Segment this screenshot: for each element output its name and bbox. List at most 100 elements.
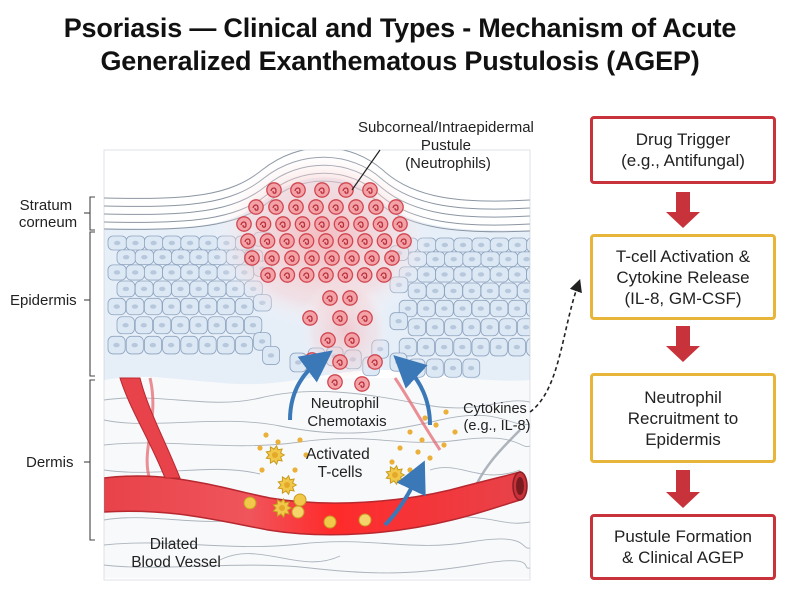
activated-t-cell	[272, 497, 293, 519]
svg-text:Cytokines (e.g., IL-8): Cytokines (e.g., IL-8)	[463, 401, 531, 434]
neutrophil	[324, 250, 340, 266]
epidermal-cell-nucleus	[395, 359, 402, 365]
epidermal-cell-nucleus	[486, 288, 494, 294]
flow-arrow-3	[666, 470, 700, 508]
dermis-label: Dermis	[26, 454, 74, 471]
epidermal-cell-nucleus	[441, 272, 448, 277]
epidermal-cell-nucleus	[140, 323, 148, 328]
epidermal-cell-nucleus	[204, 304, 211, 309]
epidermal-cell-nucleus	[523, 288, 530, 294]
neutrophil	[376, 233, 393, 249]
epidermal-cell-nucleus	[177, 254, 184, 260]
cytokine-dot	[415, 449, 421, 455]
epidermal-cell-nucleus	[195, 323, 202, 328]
epidermal-cell-nucleus	[186, 270, 193, 275]
cytokine-dot	[452, 429, 458, 435]
epidermal-cell-nucleus	[186, 342, 193, 348]
epidermal-cell-nucleus	[513, 344, 521, 350]
neutrophil	[376, 267, 392, 283]
cytokine-dot	[257, 445, 263, 451]
cytokine-dot	[433, 422, 439, 428]
neutrophil	[372, 216, 389, 232]
vessel-tcell	[291, 505, 305, 519]
epidermal-cell-nucleus	[122, 323, 129, 328]
epidermal-cell-nucleus	[532, 272, 538, 276]
flow-step-3-text: Neutrophil Recruitment to Epidermis	[627, 387, 739, 449]
epidermal-cell-nucleus	[231, 323, 239, 328]
epidermal-cell-nucleus	[504, 288, 512, 294]
epidermal-cell	[526, 266, 530, 283]
cytokine-dot	[303, 452, 309, 458]
neutrophil	[396, 233, 412, 249]
epidermal-cell-nucleus	[441, 242, 449, 248]
cytokines-label-line-1: Cytokines	[463, 401, 527, 417]
neutrophil	[332, 354, 348, 370]
epidermal-cell-nucleus	[449, 365, 457, 371]
neutrophil	[332, 310, 348, 326]
flow-step-pustule-formation: Pustule Formation & Clinical AGEP	[590, 514, 776, 580]
epidermal-cell-nucleus	[514, 242, 521, 248]
pustule-label-line-1: Subcorneal/Intraepidermal	[358, 119, 534, 136]
epidermal-cell-nucleus	[467, 365, 475, 371]
page-title: Psoriasis — Clinical and Types - Mechani…	[0, 12, 800, 78]
epidermal-cell-nucleus	[432, 256, 439, 262]
flow-step-4-text: Pustule Formation & Clinical AGEP	[614, 527, 752, 567]
epidermal-cell-nucleus	[413, 365, 420, 371]
cytokines-label-line-2: (e.g., IL-8)	[464, 418, 531, 434]
neutrophil	[333, 216, 350, 232]
epidermal-cell-nucleus	[113, 304, 120, 309]
epidermal-cell-nucleus	[422, 344, 430, 350]
cytokine-dot	[275, 439, 281, 445]
neutrophil	[327, 374, 343, 390]
epidermal-cell-nucleus	[177, 323, 184, 328]
title-line-2: Generalized Exanthematous Pustulosis (AG…	[100, 46, 700, 76]
epidermal-cell-nucleus	[440, 344, 448, 350]
neutrophil	[318, 233, 334, 249]
svg-text:Subcorneal/Intraepidermal: Subcorneal/Intraepidermal Pustule (Neutr…	[358, 119, 538, 172]
vessel-label-line-1: Dilated	[150, 536, 198, 553]
epidermal-cell-nucleus	[204, 342, 211, 348]
neutrophil	[344, 332, 360, 348]
pustule-pointer	[351, 149, 381, 191]
neutrophil	[284, 250, 300, 266]
epidermal-cell	[526, 237, 530, 253]
epidermal-cell-nucleus	[395, 318, 402, 324]
vessel-branch	[119, 377, 181, 479]
neutrophil	[357, 310, 373, 326]
flow-arrow-1	[666, 192, 700, 228]
epidermal-cell-nucleus	[168, 270, 175, 275]
epidermal-cell-nucleus	[431, 325, 439, 330]
flow-step-1-text: Drug Trigger (e.g., Antifungal)	[621, 130, 745, 170]
neutrophil	[384, 250, 400, 266]
epidermal-cell-nucleus	[195, 286, 202, 292]
epidermal-cell-nucleus	[222, 342, 229, 348]
epidermal-cell-nucleus	[514, 272, 521, 277]
epidermal-cell-nucleus	[195, 254, 203, 260]
epidermal-cell-nucleus	[522, 325, 530, 330]
vessel-tcell	[358, 513, 372, 527]
vessel-cells	[243, 493, 372, 529]
neutrophil	[255, 216, 272, 232]
svg-text:Neutrophil Chemotaxis: Neutrophil Chemotaxis	[307, 395, 386, 430]
neutrophil	[294, 216, 311, 232]
neutrophil	[298, 233, 315, 249]
epidermal-cell-nucleus	[267, 353, 275, 358]
epidermal-cell-nucleus	[204, 270, 212, 275]
vessel-tcell	[243, 496, 257, 510]
neutrophil	[318, 267, 334, 283]
epidermal-cell-nucleus	[541, 289, 547, 293]
epidermal-cell-nucleus	[459, 344, 466, 350]
cytokine-dot	[419, 437, 425, 443]
stratum-label-line-1: Stratum	[20, 197, 73, 214]
epidermal-cell-nucleus	[122, 286, 130, 292]
epidermal-cell-nucleus	[532, 345, 538, 349]
chemotaxis-label-line-1: Neutrophil	[311, 395, 379, 412]
epidermal-cell-nucleus	[167, 342, 175, 348]
epidermal-cell-nucleus	[477, 344, 484, 350]
neutrophil	[367, 354, 383, 370]
epidermal-cell-nucleus	[114, 240, 121, 246]
tcells-label-line-1: Activated	[306, 446, 370, 463]
svg-text:Stratum corneum: Stratum corneum	[19, 197, 77, 231]
epidermal-cell-nucleus	[159, 286, 166, 292]
neutrophil	[259, 233, 276, 249]
